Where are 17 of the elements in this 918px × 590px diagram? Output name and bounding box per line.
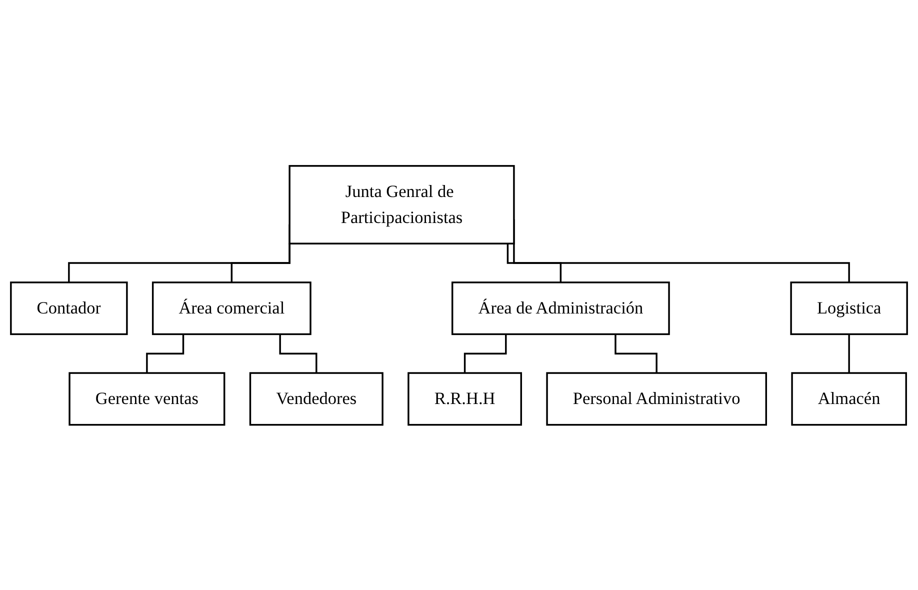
connector (279, 334, 318, 374)
org-box: Almacén (791, 372, 907, 426)
org-box: Área de Administración (451, 281, 670, 335)
org-box: Gerente ventas (68, 372, 226, 426)
org-box: Personal Administrativo (546, 372, 767, 426)
org-box: Junta Genral de Participacionistas (288, 164, 515, 244)
connector (614, 334, 658, 374)
connector (464, 334, 507, 374)
connector (230, 242, 290, 283)
org-box: R.R.H.H (408, 372, 522, 426)
org-box: Área comercial (152, 281, 312, 335)
org-box: Logistica (790, 281, 908, 335)
connector (848, 334, 850, 374)
org-box: Contador (10, 281, 128, 335)
connector (506, 243, 562, 283)
org-box: Vendedores (249, 372, 384, 426)
connector (146, 334, 184, 374)
